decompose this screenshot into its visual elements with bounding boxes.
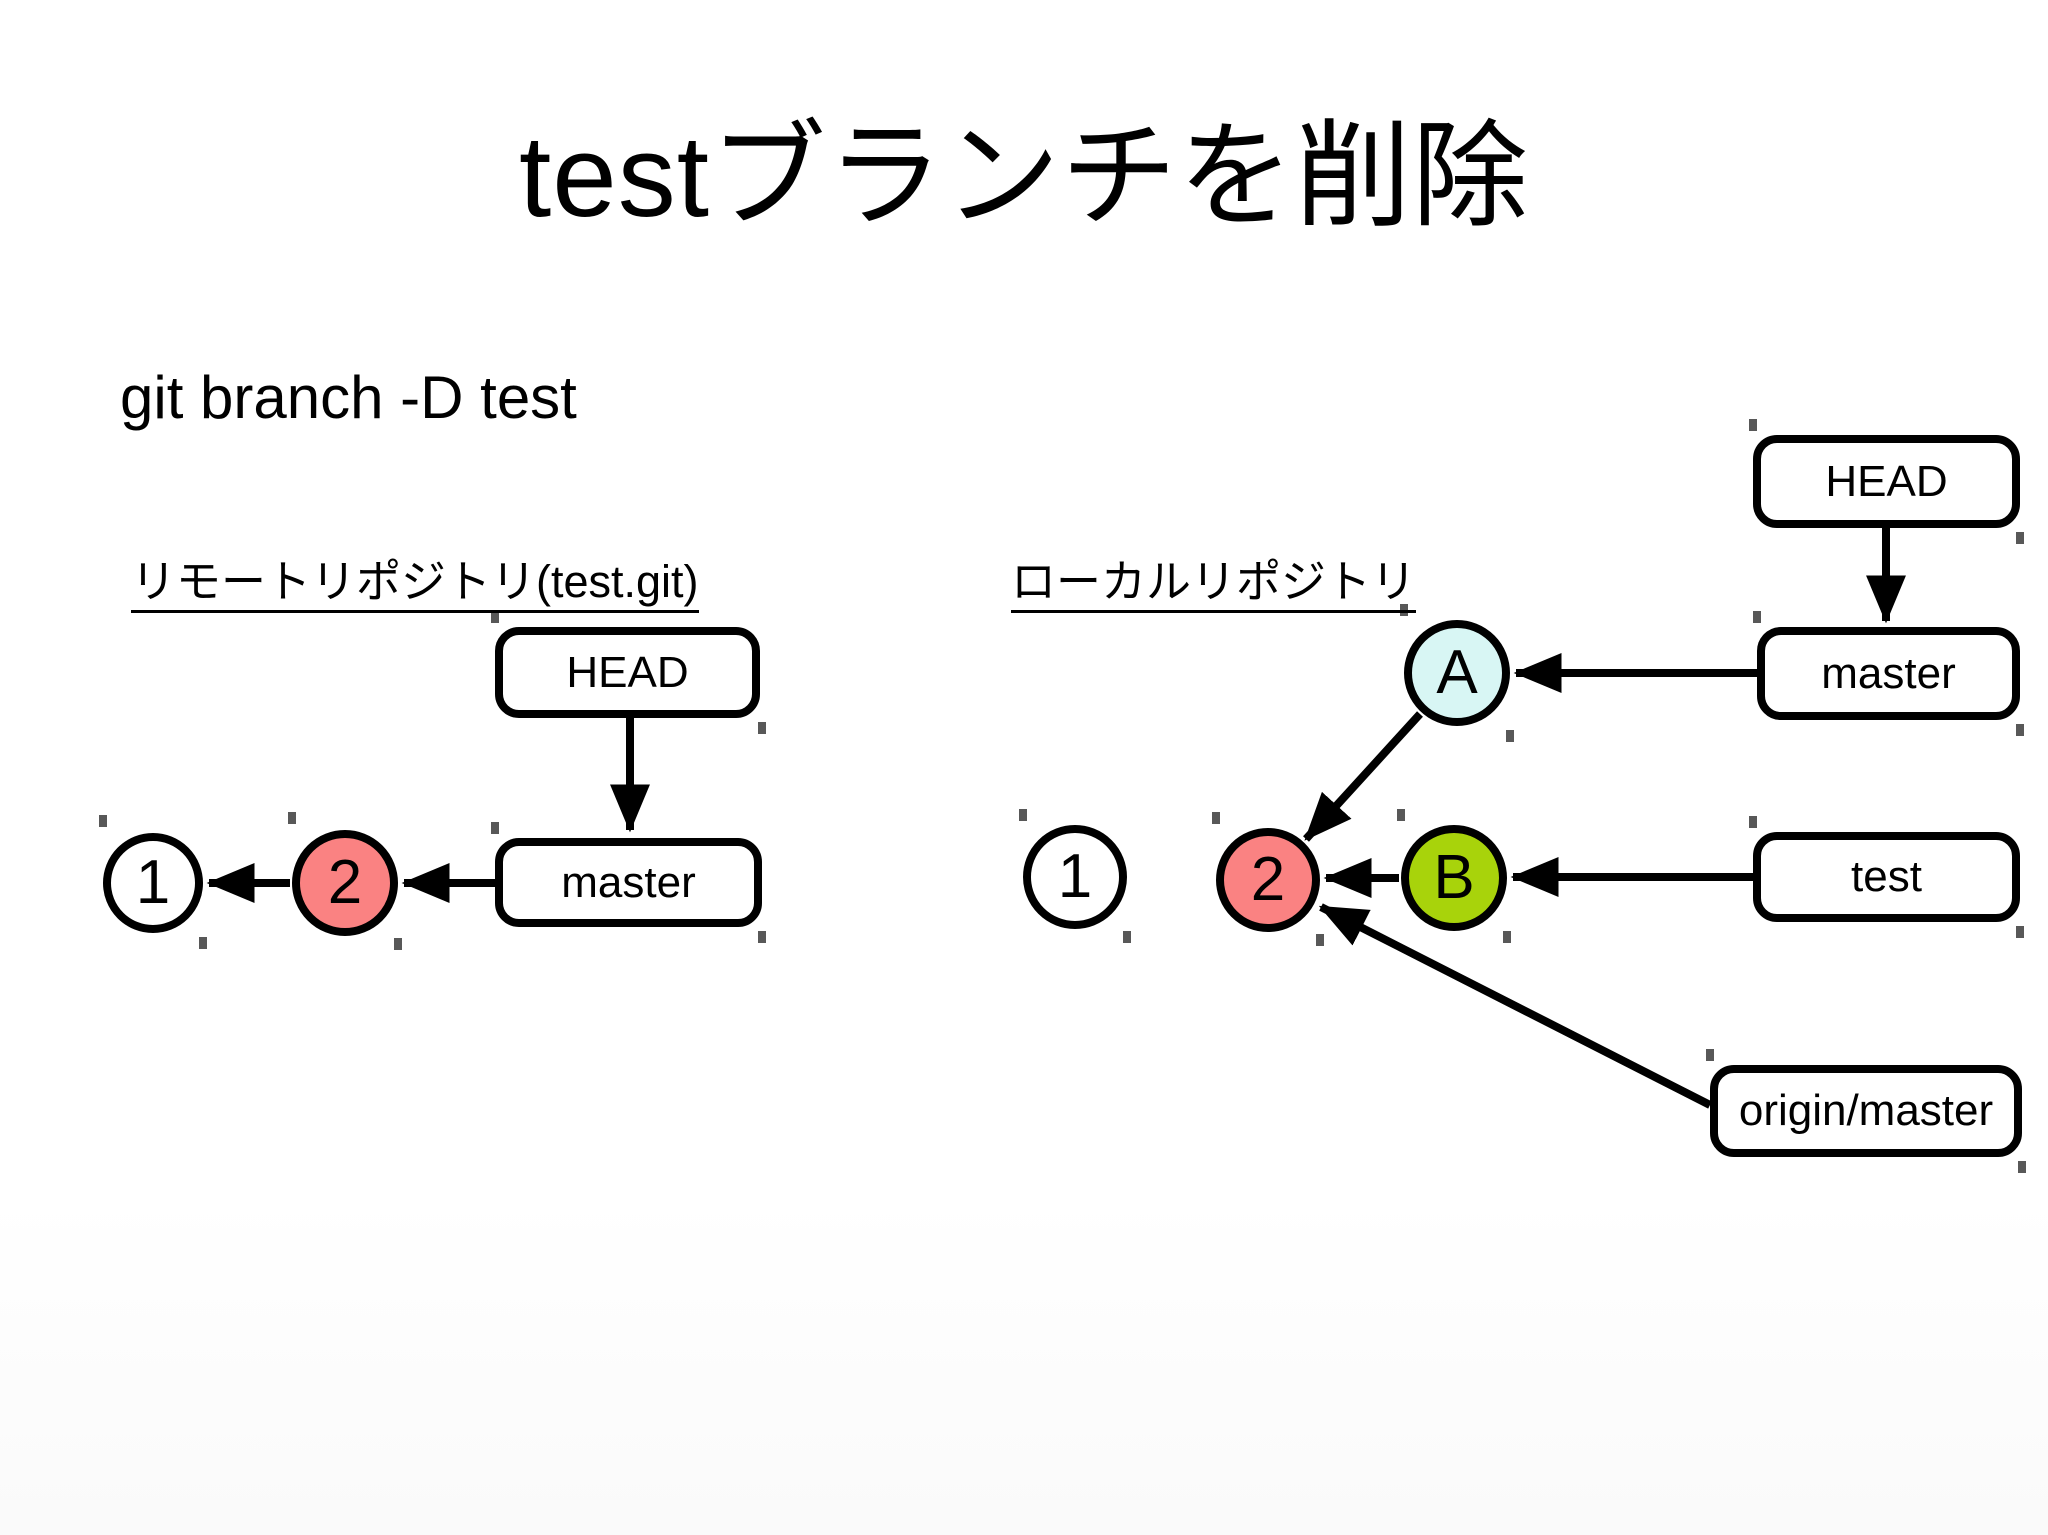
local-commit-2: 2 [1216, 828, 1320, 932]
local-commit-b: B [1401, 825, 1507, 931]
test-branch-box: test [1753, 832, 2020, 922]
arrow-commit-a-to-commit-2 [1303, 711, 1423, 842]
local-commit-a: A [1404, 620, 1510, 726]
remote-head-box: HEAD [495, 627, 760, 718]
remote-commit-2: 2 [292, 830, 398, 936]
remote-master-box: master [495, 838, 762, 927]
origin-master-box: origin/master [1710, 1065, 2022, 1157]
remote-repo-label: リモートリポジトリ(test.git) [131, 556, 699, 613]
local-master-box: master [1757, 627, 2020, 720]
remote-commit-1: 1 [103, 833, 203, 933]
local-commit-1: 1 [1023, 825, 1127, 929]
git-command: git branch -D test [120, 364, 577, 431]
local-head-box: HEAD [1753, 435, 2020, 528]
arrow-origin-master-to-commit-2 [1318, 903, 1712, 1109]
corner-tick-marks [99, 419, 2026, 1173]
local-repo-label: ローカルリポジトリ [1011, 556, 1417, 613]
page-title: testブランチを削除 [519, 111, 1529, 241]
